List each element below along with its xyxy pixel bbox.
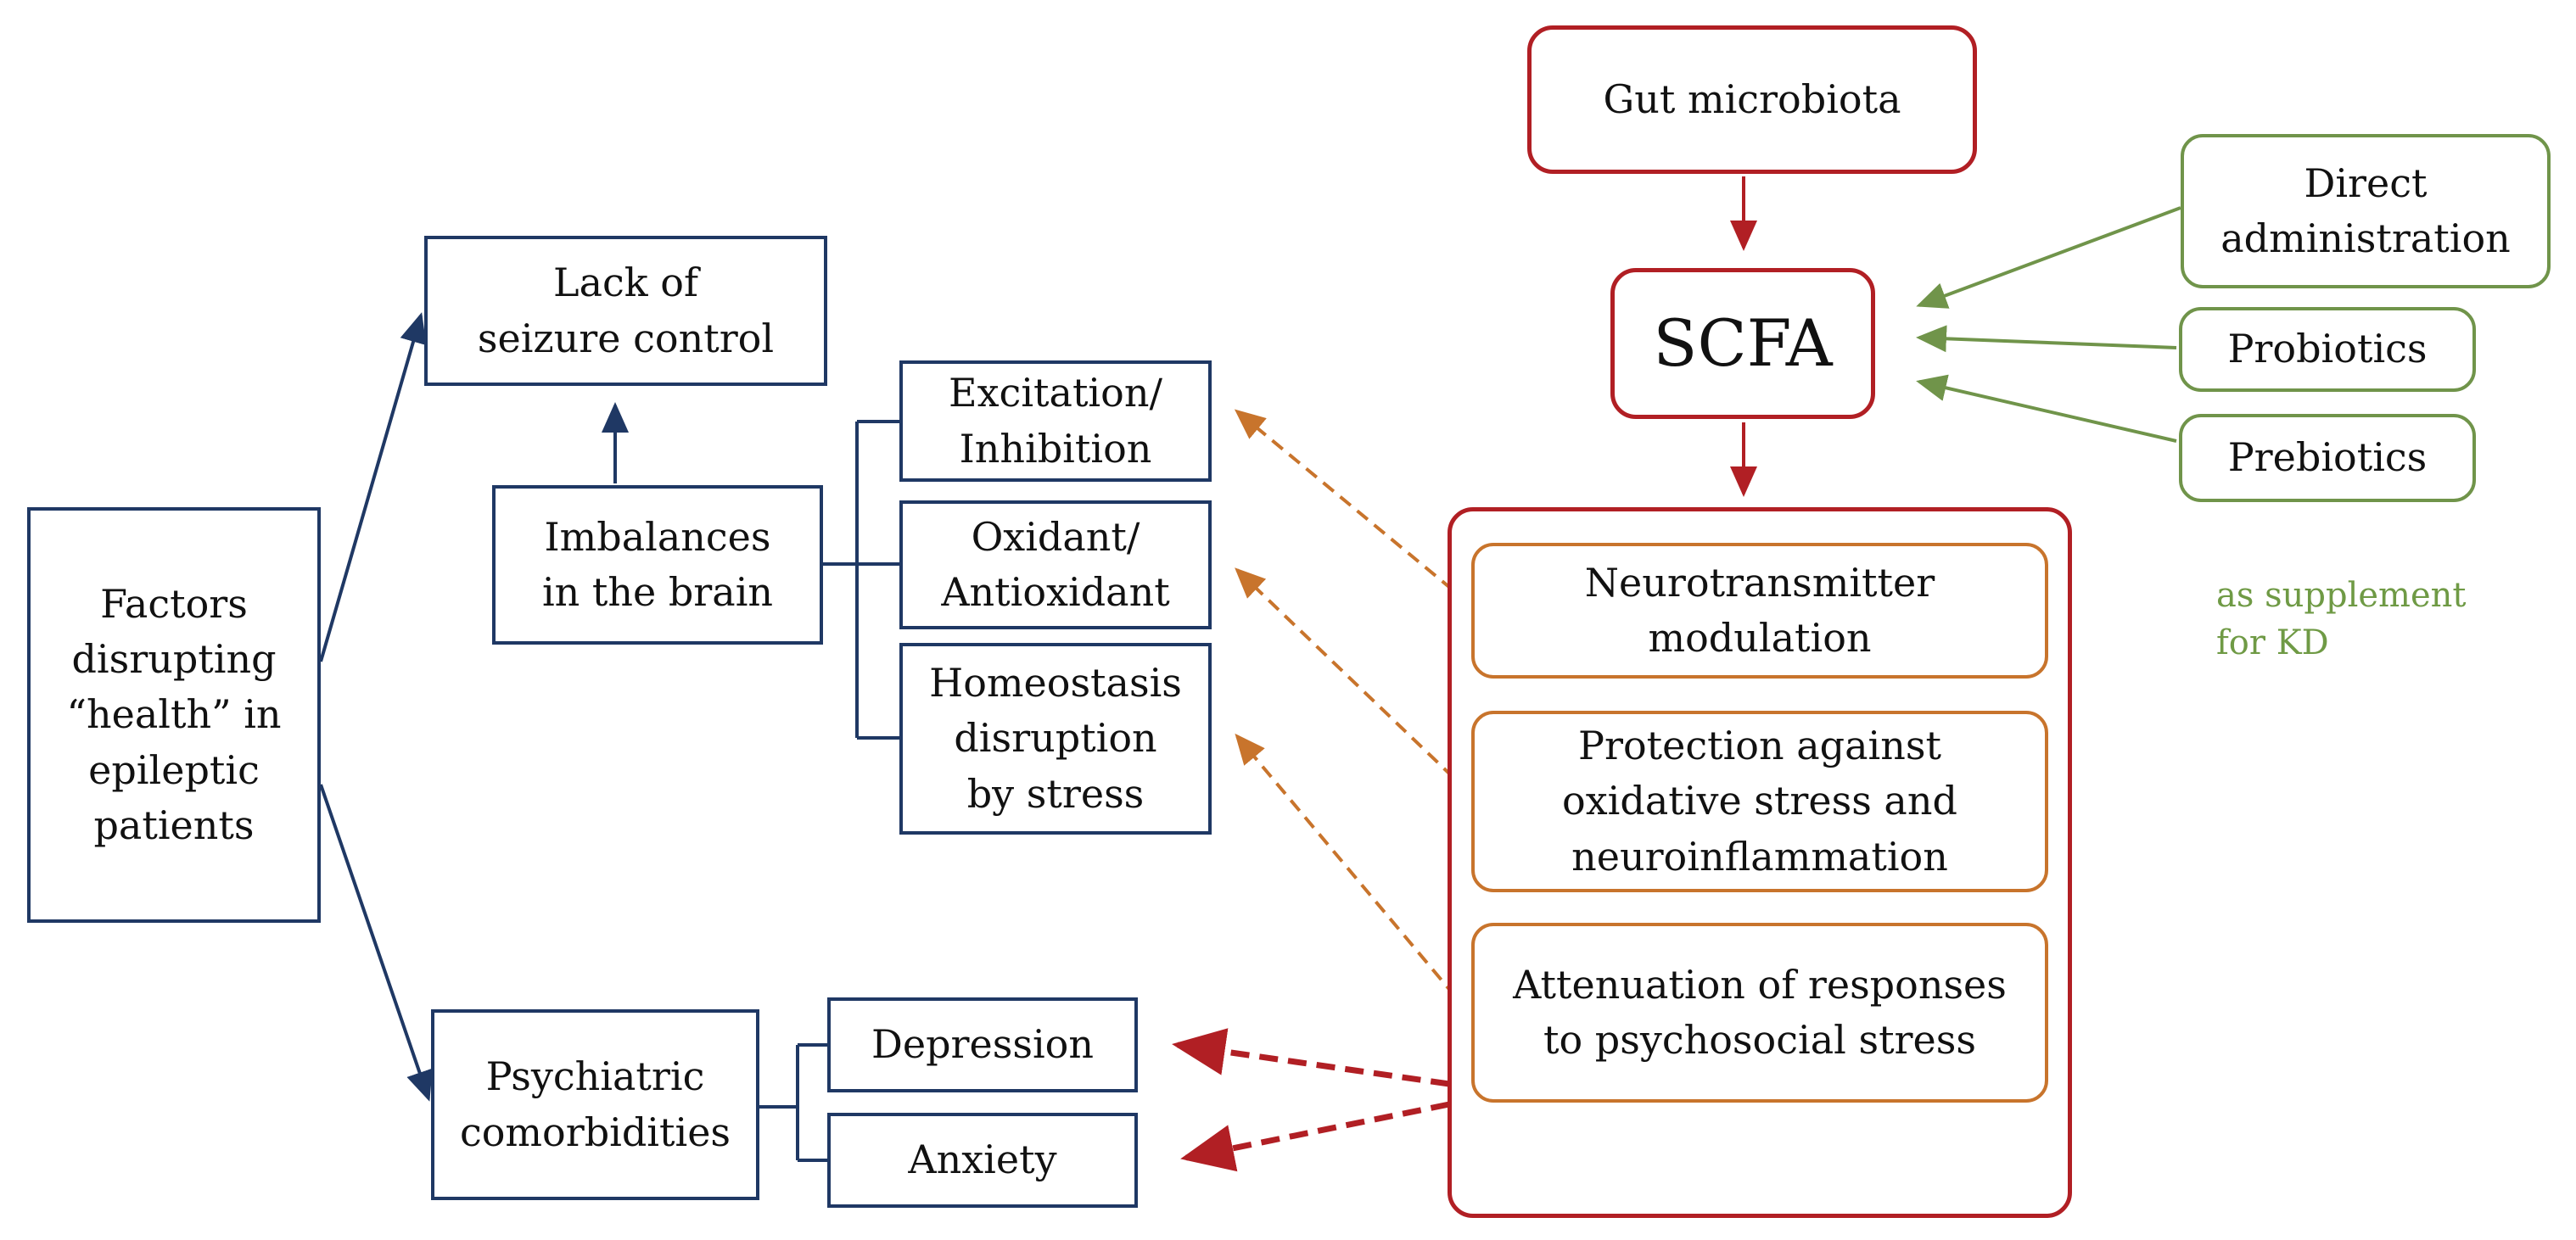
arrow-factors-to-psychiatric — [319, 784, 433, 1102]
bracket-imbalances — [823, 420, 899, 740]
depression-box: Depression — [827, 997, 1138, 1092]
probiotics-box: Probiotics — [2179, 307, 2476, 392]
imbalances-label: Imbalances in the brain — [541, 513, 774, 615]
factors-label: Factors disrupting “health” in epileptic… — [66, 580, 282, 848]
attenuation-label: Attenuation of responses to psychosocial… — [1513, 961, 2007, 1063]
anxiety-box: Anxiety — [827, 1113, 1138, 1208]
gut-microbiota-box: Gut microbiota — [1527, 25, 1977, 174]
dashed-arrow-attenuation-to-homeostasis — [1235, 733, 1471, 1015]
scfa-label: SCFA — [1653, 305, 1833, 382]
excitation-inhibition-label: Excitation/ Inhibition — [949, 370, 1162, 472]
arrow-direct-to-scfa — [1916, 206, 2181, 309]
supplement-note-label: as supplement for KD — [2216, 576, 2467, 662]
homeostasis-box: Homeostasis disruption by stress — [899, 643, 1212, 835]
prebiotics-box: Prebiotics — [2179, 414, 2476, 502]
arrow-prebiotics-to-scfa — [1916, 374, 2177, 443]
attenuation-box: Attenuation of responses to psychosocial… — [1471, 923, 2048, 1103]
dashed-arrow-protection-to-oxidant — [1235, 567, 1471, 795]
direct-administration-label: Direct administration — [2220, 159, 2511, 261]
oxidant-antioxidant-box: Oxidant/ Antioxidant — [899, 500, 1212, 629]
psychiatric-box: Psychiatric comorbidities — [431, 1009, 759, 1200]
direct-administration-box: Direct administration — [2181, 134, 2551, 288]
neurotransmitter-box: Neurotransmitter modulation — [1471, 543, 2048, 679]
dashed-arrow-effects-to-depression — [1172, 1028, 1450, 1087]
seizure-control-box: Lack of seizure control — [424, 236, 827, 386]
prebiotics-label: Prebiotics — [2227, 434, 2428, 481]
homeostasis-label: Homeostasis disruption by stress — [929, 660, 1182, 817]
supplement-note: as supplement for KD — [2216, 524, 2539, 667]
seizure-control-label: Lack of seizure control — [477, 260, 775, 361]
psychiatric-label: Psychiatric comorbidities — [459, 1053, 731, 1155]
depression-label: Depression — [871, 1021, 1094, 1068]
arrow-factors-to-seizure-control — [319, 312, 427, 662]
gut-microbiota-label: Gut microbiota — [1603, 75, 1901, 122]
oxidant-antioxidant-label: Oxidant/ Antioxidant — [941, 513, 1170, 615]
excitation-inhibition-box: Excitation/ Inhibition — [899, 360, 1212, 482]
dashed-arrow-neurotransmitter-to-excitation — [1234, 409, 1471, 606]
arrow-probiotics-to-scfa — [1916, 325, 2177, 353]
imbalances-box: Imbalances in the brain — [492, 485, 823, 645]
protection-label: Protection against oxidative stress and … — [1562, 723, 1957, 880]
anxiety-label: Anxiety — [908, 1137, 1057, 1183]
neurotransmitter-label: Neurotransmitter modulation — [1584, 559, 1935, 661]
factors-box: Factors disrupting “health” in epileptic… — [27, 507, 321, 923]
probiotics-label: Probiotics — [2227, 326, 2428, 372]
bracket-psychiatric — [759, 1043, 827, 1162]
protection-box: Protection against oxidative stress and … — [1471, 711, 2048, 892]
scfa-box: SCFA — [1610, 268, 1875, 419]
dashed-arrow-effects-to-anxiety — [1180, 1101, 1450, 1172]
